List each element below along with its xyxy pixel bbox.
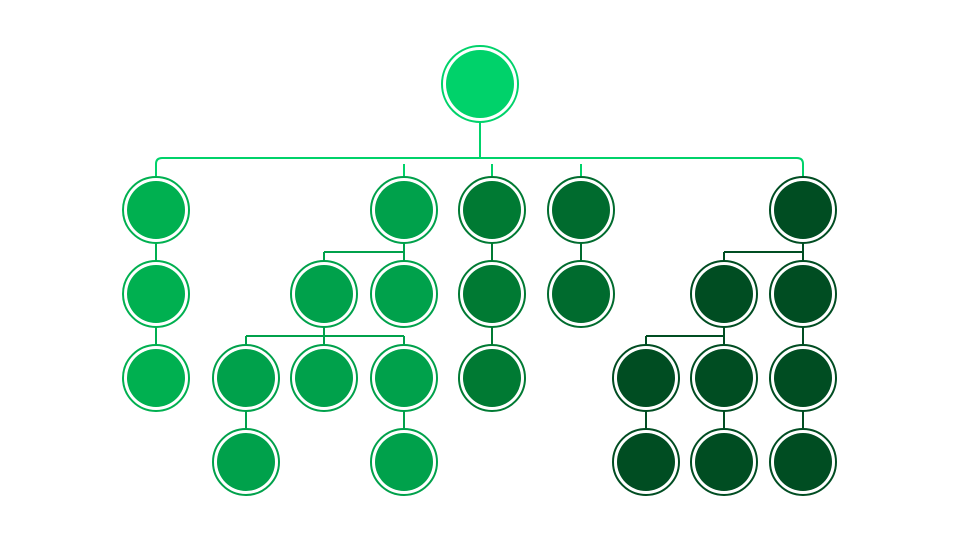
node-disc <box>463 181 521 239</box>
connector-bus-root <box>155 157 804 165</box>
node-disc <box>617 349 675 407</box>
tree-node-c1 <box>458 176 526 244</box>
tree-node-b6 <box>370 344 438 412</box>
node-disc <box>217 433 275 491</box>
tree-node-b3 <box>370 260 438 328</box>
node-disc <box>127 349 185 407</box>
node-disc <box>375 181 433 239</box>
tree-nodes <box>122 45 837 496</box>
tree-node-e1 <box>769 176 837 244</box>
node-disc <box>295 265 353 323</box>
tree-node-c3 <box>458 344 526 412</box>
node-disc <box>695 349 753 407</box>
node-disc <box>774 181 832 239</box>
tree-node-e7 <box>612 428 680 496</box>
node-disc <box>617 433 675 491</box>
node-disc <box>127 265 185 323</box>
node-disc <box>774 265 832 323</box>
tree-node-e5 <box>690 344 758 412</box>
tree-node-b1 <box>370 176 438 244</box>
tree-node-b7 <box>212 428 280 496</box>
tree-node-d2 <box>547 260 615 328</box>
node-disc <box>774 349 832 407</box>
node-disc <box>552 265 610 323</box>
node-disc <box>695 265 753 323</box>
node-disc <box>552 181 610 239</box>
tree-node-a2 <box>122 260 190 328</box>
tree-node-a3 <box>122 344 190 412</box>
node-disc <box>375 265 433 323</box>
tree-node-d1 <box>547 176 615 244</box>
node-disc <box>463 349 521 407</box>
node-disc <box>695 433 753 491</box>
node-disc <box>774 433 832 491</box>
tree-node-b2 <box>290 260 358 328</box>
tree-node-a1 <box>122 176 190 244</box>
tree-node-e9 <box>769 428 837 496</box>
tree-node-b4 <box>212 344 280 412</box>
tree-node-c2 <box>458 260 526 328</box>
tree-node-b8 <box>370 428 438 496</box>
tree-node-e3 <box>769 260 837 328</box>
node-disc <box>295 349 353 407</box>
tree-node-b5 <box>290 344 358 412</box>
tree-node-e4 <box>612 344 680 412</box>
node-disc <box>375 433 433 491</box>
tree-node-root <box>441 45 519 123</box>
node-disc <box>127 181 185 239</box>
tree-node-e6 <box>769 344 837 412</box>
node-disc <box>446 50 514 118</box>
node-disc <box>217 349 275 407</box>
node-disc <box>375 349 433 407</box>
node-disc <box>463 265 521 323</box>
tree-node-e2 <box>690 260 758 328</box>
tree-node-e8 <box>690 428 758 496</box>
tree-connectors <box>155 122 804 429</box>
